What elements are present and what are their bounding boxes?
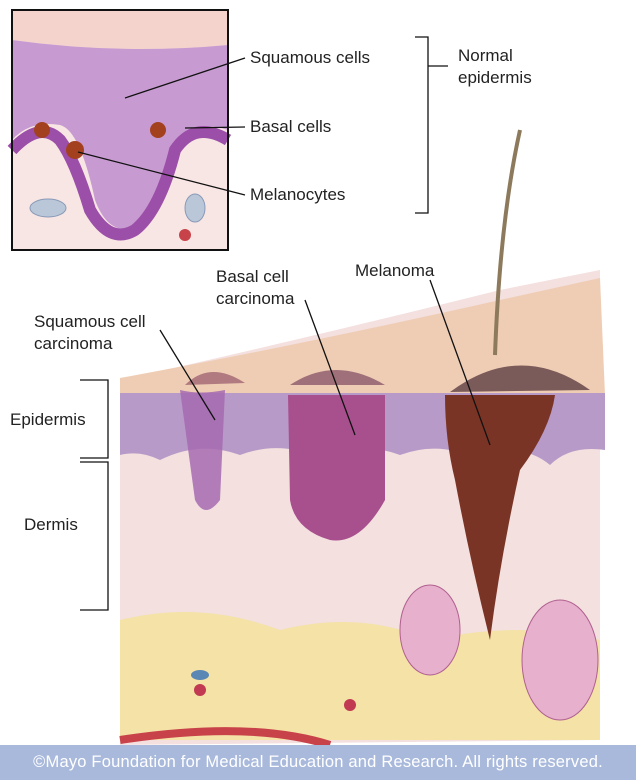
normal-epidermis-line1: Normal [458, 46, 513, 65]
main-leader-lines [80, 279, 491, 611]
squamous-carcinoma-line1: Squamous cell [34, 312, 146, 331]
copyright-footer: ©Mayo Foundation for Medical Education a… [0, 745, 636, 780]
normal-epidermis-line2: epidermis [458, 68, 532, 87]
basal-carcinoma-line1: Basal cell [216, 267, 289, 286]
normal-epidermis-inset [7, 9, 232, 251]
skin-cross-section [119, 129, 605, 749]
basal-carcinoma-line2: carcinoma [216, 289, 295, 308]
label-basal-cell-carcinoma: Basal cell carcinoma [216, 266, 294, 310]
label-squamous-cells: Squamous cells [250, 48, 371, 67]
label-dermis: Dermis [24, 515, 78, 534]
label-squamous-cell-carcinoma: Squamous cell carcinoma [34, 311, 146, 355]
label-basal-cells: Basal cells [250, 117, 332, 136]
label-melanocytes: Melanocytes [250, 185, 346, 204]
inset-leader-lines [77, 36, 448, 214]
label-epidermis: Epidermis [10, 410, 86, 429]
squamous-carcinoma-line2: carcinoma [34, 334, 113, 353]
label-melanoma: Melanoma [355, 261, 435, 280]
label-normal-epidermis: Normal epidermis [458, 45, 532, 89]
